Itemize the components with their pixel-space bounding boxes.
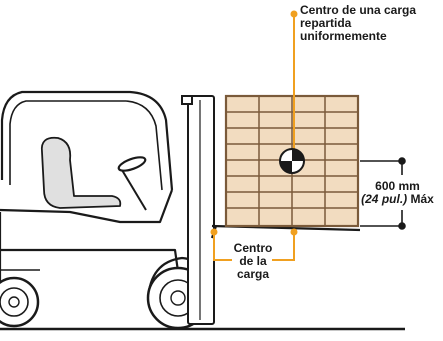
center-of-gravity-icon: [279, 148, 305, 174]
distance-value: 600 mm: [375, 179, 420, 193]
load-center-top-line-1: Centro de una carga: [300, 3, 417, 17]
distance-label: 600 mm (24 pul.) Máx: [352, 180, 443, 206]
distance-imperial: (24 pul.): [361, 192, 408, 206]
load-center-top-line-3: uniformemente: [300, 29, 387, 43]
load-center-bracket: [210, 228, 298, 261]
distance-dimension: [360, 157, 406, 230]
load-center-bottom-line-2: de la: [239, 254, 267, 268]
rear-wheel: [0, 276, 40, 328]
load-center-bottom-line-3: carga: [236, 267, 270, 281]
load-center-bottom-label: Centro de la carga: [228, 242, 278, 281]
fork: [210, 224, 361, 239]
distance-max: Máx: [410, 192, 434, 206]
load-center-top-line-2: repartida: [300, 16, 352, 30]
top-leader: [290, 10, 298, 150]
mast: [181, 95, 215, 325]
distance-secondary: (24 pul.) Máx: [352, 193, 443, 206]
load-center-bottom-line-1: Centro: [233, 241, 273, 255]
load-center-top-label: Centro de una carga repartida uniformeme…: [300, 4, 443, 43]
